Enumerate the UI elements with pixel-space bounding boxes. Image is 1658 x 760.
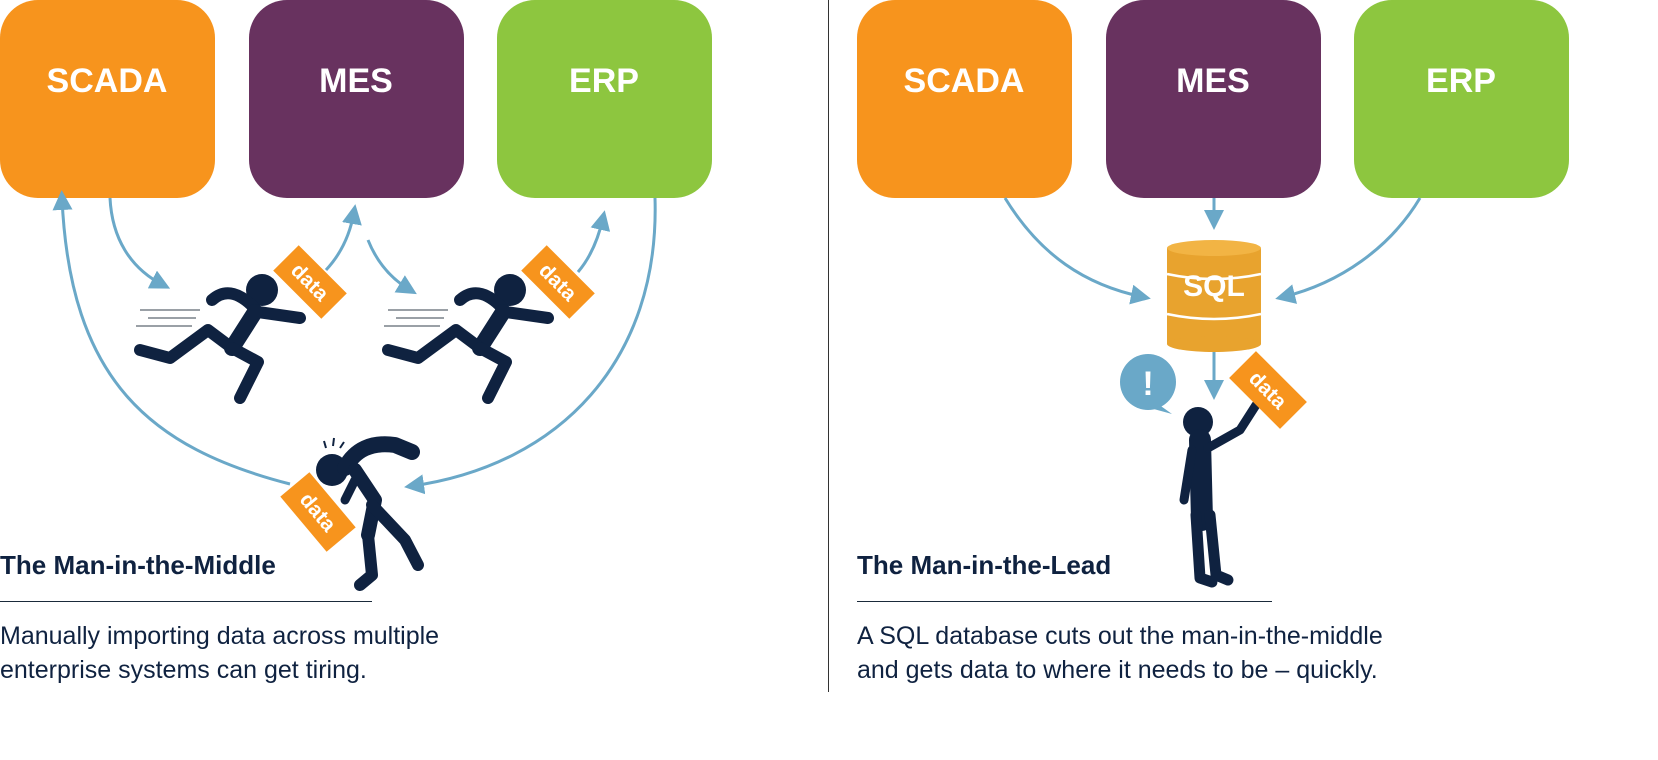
- running-person-icon: [382, 274, 554, 404]
- left-mes-box-shape: [249, 0, 464, 198]
- standing-person-icon: [1179, 400, 1261, 588]
- left-erp-label: ERP: [569, 62, 639, 100]
- arrow-icon: [324, 204, 362, 272]
- left-title-rule: [0, 601, 372, 602]
- left-panel: SCADA MES ERP data: [0, 0, 712, 591]
- left-erp-box-shape: [497, 0, 712, 198]
- right-description-line-2: and gets data to where it needs to be – …: [857, 656, 1378, 684]
- database-icon: SQL: [1166, 240, 1262, 352]
- sql-label: SQL: [1183, 270, 1245, 303]
- arrow-icon: [366, 239, 417, 295]
- data-tag-icon: data: [1229, 351, 1307, 429]
- arrow-icon: [404, 197, 657, 495]
- data-tag-icon: data: [521, 245, 595, 319]
- data-tag-icon: data: [280, 472, 356, 552]
- right-erp-box-shape: [1354, 0, 1569, 198]
- stooped-person-icon: [316, 436, 424, 591]
- right-scada-box: SCADA: [857, 0, 1072, 198]
- right-description-line-1: A SQL database cuts out the man-in-the-m…: [857, 622, 1383, 650]
- right-erp-box: ERP: [1354, 0, 1569, 198]
- left-panel-description: Manually importing data across multiple …: [0, 619, 560, 687]
- arrow-icon: [108, 197, 171, 289]
- bubble-exclamation: !: [1142, 365, 1153, 403]
- arrow-icon: [52, 190, 291, 486]
- panel-divider: [828, 0, 829, 692]
- right-erp-label: ERP: [1426, 62, 1496, 100]
- speech-bubble-icon: !: [1120, 354, 1176, 414]
- right-panel-description: A SQL database cuts out the man-in-the-m…: [857, 619, 1497, 687]
- left-erp-box: ERP: [497, 0, 712, 198]
- arrow-icon: [1003, 197, 1151, 305]
- right-panel-title: The Man-in-the-Lead: [857, 550, 1112, 580]
- left-panel-title: The Man-in-the-Middle: [0, 550, 276, 580]
- right-scada-box-shape: [857, 0, 1072, 198]
- right-panel: SCADA MES ERP SQL !: [857, 0, 1569, 588]
- left-scada-box: SCADA: [0, 0, 215, 198]
- right-mes-label: MES: [1176, 62, 1250, 100]
- left-mes-box: MES: [249, 0, 464, 198]
- right-mes-box-shape: [1106, 0, 1321, 198]
- left-scada-label: SCADA: [47, 62, 168, 100]
- running-person-icon: [134, 274, 306, 404]
- arrow-icon: [1275, 197, 1422, 304]
- right-scada-label: SCADA: [904, 62, 1025, 100]
- left-description-line-2: enterprise systems can get tiring.: [0, 656, 367, 684]
- left-scada-box-shape: [0, 0, 215, 198]
- left-mes-label: MES: [319, 62, 393, 100]
- arrow-icon: [576, 210, 611, 273]
- left-description-line-1: Manually importing data across multiple: [0, 622, 440, 650]
- right-mes-box: MES: [1106, 0, 1321, 198]
- right-title-rule: [857, 601, 1272, 602]
